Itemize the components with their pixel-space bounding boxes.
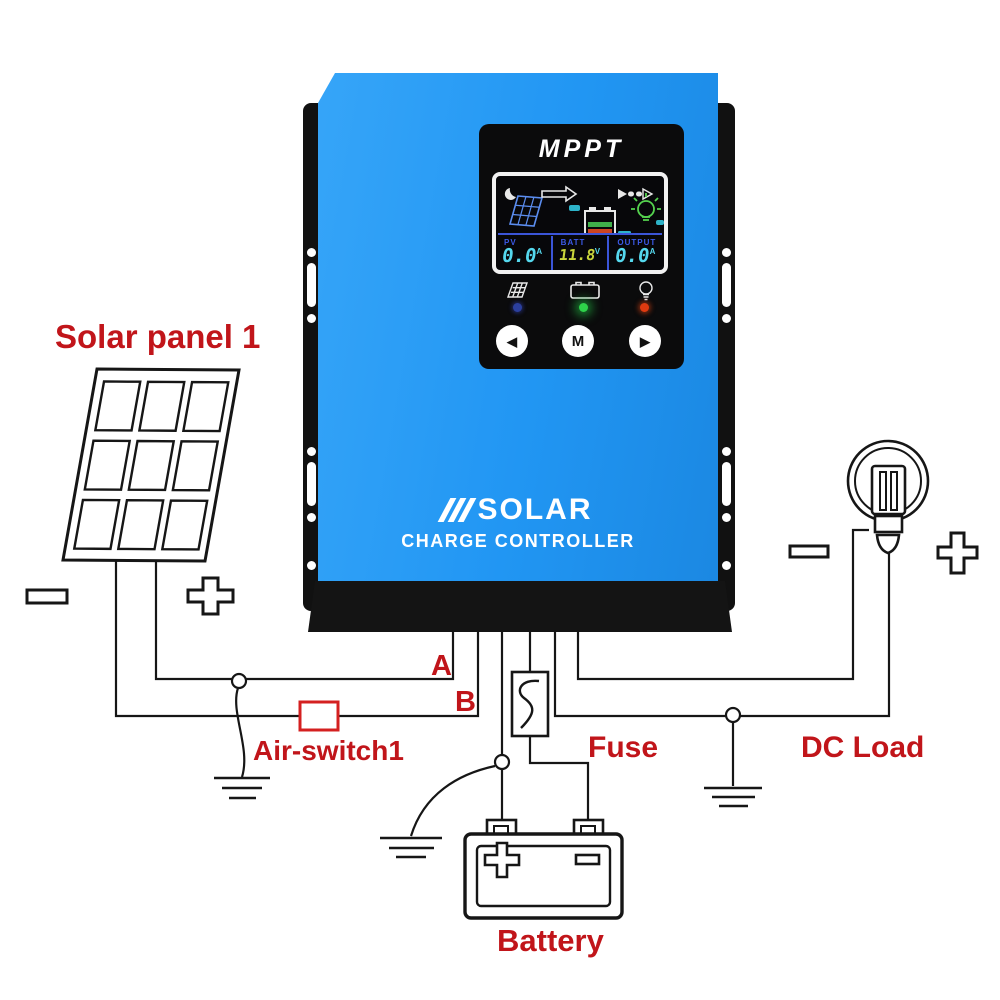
mounting-hole: [722, 513, 731, 522]
menu-button-label: M: [571, 332, 585, 350]
mounting-hole: [722, 447, 731, 456]
load-plus-symbol: [936, 531, 979, 575]
lcd-lamp-icon: [631, 193, 661, 221]
lcd-value-row: PV 0.0A BATT 11.8V OUTPUT 0.0A: [496, 236, 664, 270]
lcd-icon-row: [496, 176, 664, 234]
mppt-title: MPPT: [538, 135, 625, 163]
lcd-battery-icon: [584, 207, 616, 234]
output-value: 0.0: [613, 245, 652, 267]
battery-status-icon: [570, 281, 600, 299]
lcd-batt-column: BATT 11.8V: [550, 236, 608, 270]
mounting-hole: [722, 248, 731, 257]
air-switch-symbol: [298, 700, 340, 732]
moon-icon: [504, 188, 516, 200]
logo-text-solar: SOLAR: [477, 493, 593, 526]
lcd-solar-panel-icon: [510, 196, 542, 226]
right-arrow-icon: ▶: [640, 333, 650, 349]
batt-value: 11.8: [557, 246, 597, 264]
mounting-slot: [722, 263, 731, 307]
mounting-hole: [307, 248, 316, 257]
junction-load: [724, 706, 742, 724]
terminal-base: [308, 581, 732, 632]
lcd-output-column: OUTPUT 0.0A: [607, 236, 664, 270]
solar-panel-graphic: [63, 369, 239, 561]
lcd-badge-right: [656, 220, 664, 225]
wire-ground-battery: [409, 764, 496, 837]
terminal-b-label: B: [455, 686, 476, 718]
logo-text-charge-controller: CHARGE CONTROLLER: [401, 531, 635, 551]
mounting-slot: [722, 462, 731, 506]
battery-led: [579, 303, 588, 312]
output-unit: A: [649, 247, 656, 256]
output-label: OUTPUT: [617, 238, 657, 247]
left-arrow-icon: ◀: [507, 333, 517, 349]
ground-symbol-battery: [380, 836, 442, 859]
lcd-pv-column: PV 0.0A: [496, 236, 551, 270]
fuse-symbol: [510, 670, 550, 738]
mounting-hole: [722, 314, 731, 323]
display-panel: MPPT: [479, 124, 684, 369]
brand-logo: SOLAR CHARGE CONTROLLER: [318, 493, 718, 552]
mounting-hole: [307, 561, 316, 570]
terminal-a-label: A: [431, 650, 452, 682]
mounting-slot: [307, 462, 316, 506]
triple-slash-icon: [437, 498, 476, 522]
wire-load-negative: [553, 552, 891, 718]
pv-label: PV: [504, 238, 517, 247]
right-button[interactable]: ▶: [629, 325, 661, 357]
pv-value: 0.0: [500, 245, 538, 267]
wire-ground-a: [235, 687, 246, 778]
mounting-hole: [722, 561, 731, 570]
lcd-divider: [498, 233, 662, 235]
battery-symbol: [463, 818, 624, 920]
ground-symbol-left: [214, 776, 270, 800]
wire-load-positive: [576, 528, 869, 681]
solar-panel-label: Solar panel 1: [55, 318, 261, 355]
lcd-screen: PV 0.0A BATT 11.8V OUTPUT 0.0A: [492, 172, 668, 274]
pv-led: [513, 303, 522, 312]
panel-minus-symbol: [25, 588, 69, 605]
fuse-label: Fuse: [588, 731, 659, 764]
ground-symbol-load: [704, 786, 762, 808]
battery-label: Battery: [497, 923, 604, 958]
air-switch-label: Air-switch1: [253, 735, 404, 766]
mounting-bracket-left: [303, 103, 320, 611]
load-minus-symbol: [788, 544, 830, 559]
junction-battery: [493, 753, 511, 771]
dc-load-bulb-symbol: [846, 439, 930, 555]
load-led: [640, 303, 649, 312]
batt-label: BATT: [560, 238, 586, 247]
batt-unit: V: [594, 247, 601, 256]
flow-arrow-icon: [541, 185, 578, 203]
junction-a: [230, 672, 248, 690]
lcd-badge-left: [569, 205, 580, 211]
pv-status-icon: [507, 282, 528, 298]
panel-plus-symbol: [186, 576, 235, 616]
mounting-slot: [307, 263, 316, 307]
mounting-hole: [307, 447, 316, 456]
charge-arrows-icon: [618, 187, 654, 201]
wire-pv-negative: [114, 561, 480, 718]
wire-fuse-to-battery: [528, 735, 590, 820]
battery-plus-symbol: [483, 841, 521, 879]
dc-load-label: DC Load: [801, 731, 925, 764]
wire-pv-positive: [154, 562, 455, 681]
mounting-hole: [307, 314, 316, 323]
mounting-bracket-right: [718, 103, 735, 611]
mounting-hole: [307, 513, 316, 522]
wires: [114, 528, 891, 837]
load-status-icon: [639, 281, 653, 301]
menu-button[interactable]: M: [562, 325, 594, 357]
pv-unit: A: [536, 247, 543, 256]
left-button[interactable]: ◀: [496, 325, 528, 357]
battery-minus-symbol: [574, 853, 601, 866]
